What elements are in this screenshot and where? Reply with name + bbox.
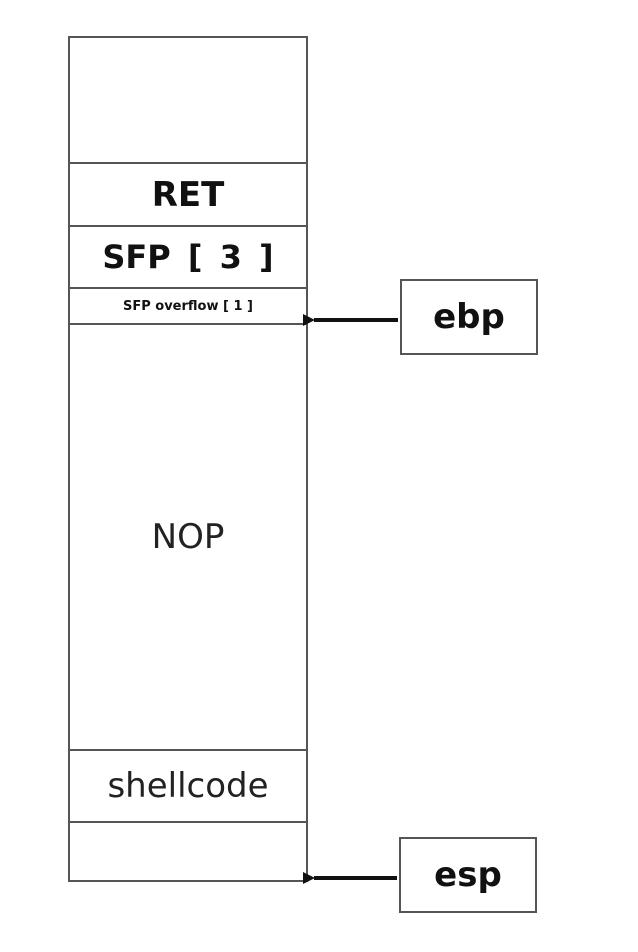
stack-cell-ret: RET [70, 164, 306, 227]
stack-cell-sfp: SFP [ 3 ] [70, 227, 306, 289]
sfp-overflow-label: SFP overflow [ 1 ] [122, 298, 253, 314]
ret-label: RET [151, 174, 225, 215]
shellcode-label: shellcode [107, 766, 269, 806]
stack-cell-sfp-overflow: SFP overflow [ 1 ] [70, 289, 306, 325]
ebp-register-box: ebp [400, 279, 538, 355]
stack-cell-shellcode: shellcode [70, 751, 306, 823]
nop-label: NOP [151, 517, 225, 557]
stack-cell-lower-empty [70, 823, 306, 880]
stack-frame: RET SFP [ 3 ] SFP overflow [ 1 ] NOP she… [68, 36, 308, 882]
sfp-label: SFP [ 3 ] [102, 238, 274, 276]
esp-register-box: esp [399, 837, 537, 913]
stack-cell-nop: NOP [70, 325, 306, 751]
esp-label: esp [434, 855, 502, 895]
stack-cell-upper-empty [70, 38, 306, 164]
ebp-label: ebp [433, 297, 505, 337]
